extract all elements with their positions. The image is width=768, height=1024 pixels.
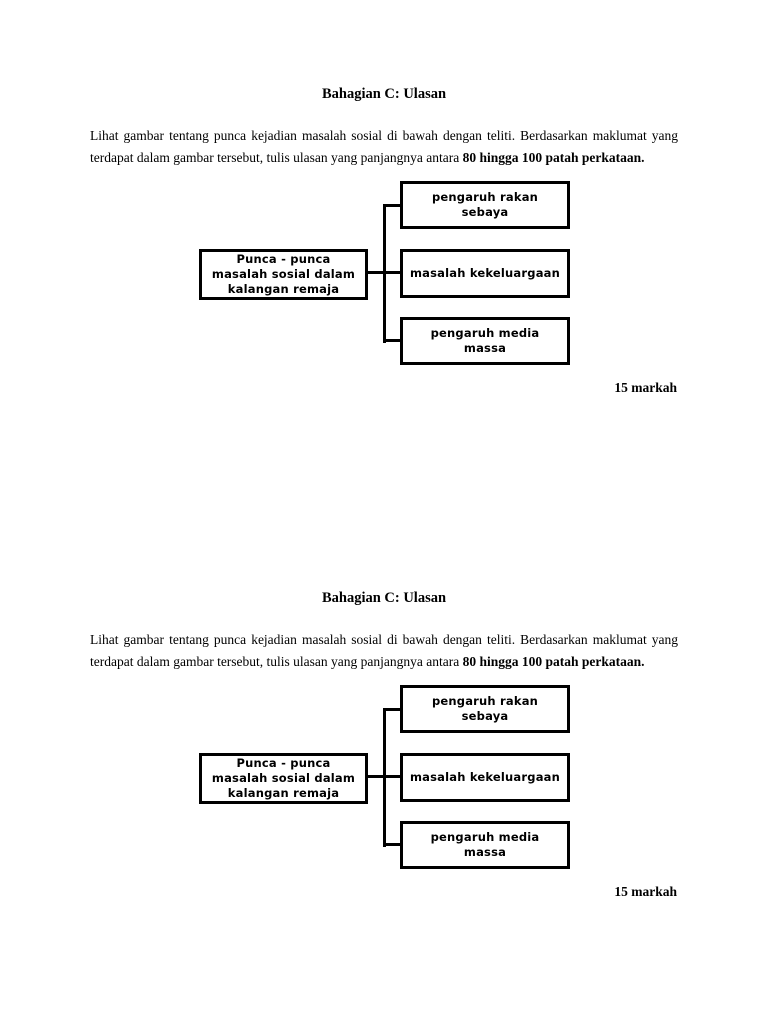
connector-line [383, 843, 400, 846]
instruction-paragraph: Lihat gambar tentang punca kejadian masa… [90, 125, 678, 170]
cause-diagram: Punca - punca masalah sosial dalam kalan… [0, 0, 768, 504]
instruction-text: Lihat gambar tentang punca kejadian masa… [90, 631, 678, 669]
marks-label: 15 markah [614, 884, 677, 899]
branch-box: pengaruh media massa [400, 821, 570, 869]
section-title: Bahagian C: Ulasan [321, 590, 447, 606]
connector-line [383, 204, 386, 343]
marks-label: 15 markah [614, 380, 677, 395]
branch-box: pengaruh rakan sebaya [400, 685, 570, 733]
instruction-bold-text: 80 hingga 100 patah perkataan. [462, 149, 645, 165]
branch-box: pengaruh rakan sebaya [400, 181, 570, 229]
connector-line [383, 708, 400, 711]
cause-diagram: Punca - punca masalah sosial dalam kalan… [0, 504, 768, 1008]
branch-box: pengaruh media massa [400, 317, 570, 365]
connector-line [383, 204, 400, 207]
document-section: Bahagian C: Ulasan Lihat gambar tentang … [0, 504, 768, 1008]
branch-box: masalah kekeluargaan [400, 753, 570, 802]
instruction-paragraph: Lihat gambar tentang punca kejadian masa… [90, 629, 678, 674]
root-cause-box: Punca - punca masalah sosial dalam kalan… [199, 753, 368, 804]
root-cause-box: Punca - punca masalah sosial dalam kalan… [199, 249, 368, 300]
instruction-text: Lihat gambar tentang punca kejadian masa… [90, 127, 678, 165]
branch-box: masalah kekeluargaan [400, 249, 570, 298]
connector-line [383, 708, 386, 847]
connector-line [383, 339, 400, 342]
document-section: Bahagian C: Ulasan Lihat gambar tentang … [0, 0, 768, 504]
section-title: Bahagian C: Ulasan [321, 86, 447, 102]
instruction-bold-text: 80 hingga 100 patah perkataan. [462, 653, 645, 669]
